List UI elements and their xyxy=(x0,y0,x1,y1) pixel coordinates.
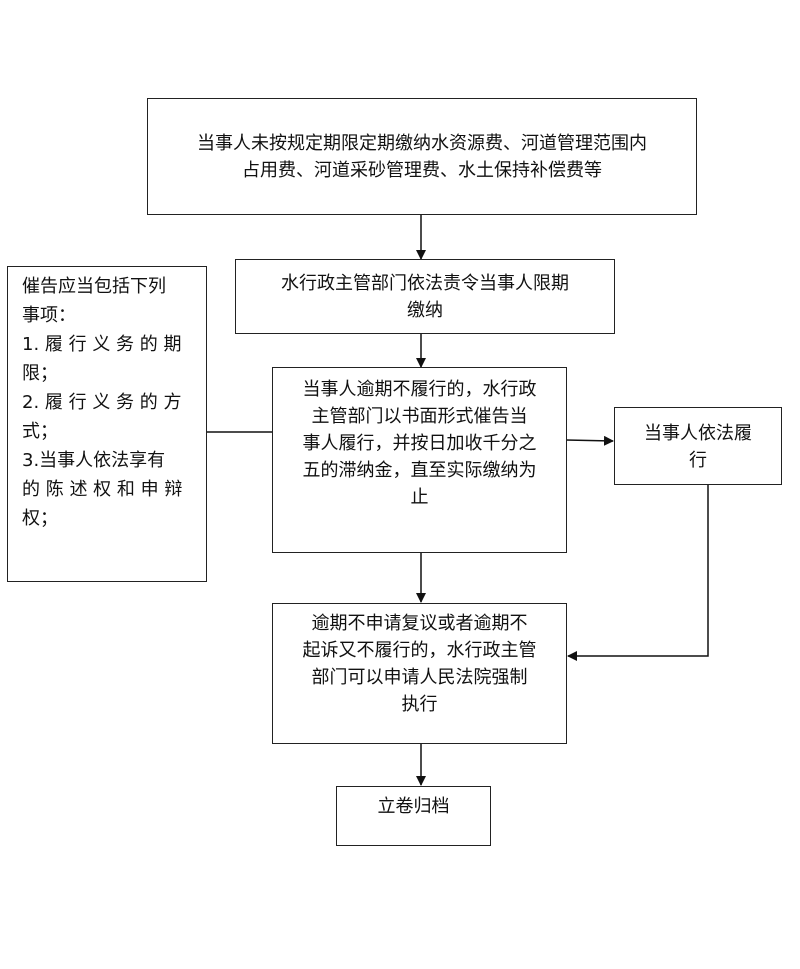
notice-line: 3.当事人依法享有 xyxy=(22,450,166,471)
arrow-urge-to-comply xyxy=(565,435,614,446)
node-enforce-line: 部门可以申请人民法院强制 xyxy=(311,667,528,688)
notice-line: 催告应当包括下列 xyxy=(22,276,166,297)
node-urge-line: 五的滞纳金，直至实际缴纳为 xyxy=(302,460,537,481)
node-urge: 当事人逾期不履行的，水行政 主管部门以书面形式催告当 事人履行，并按日加收千分之… xyxy=(272,367,567,553)
node-comply-line: 当事人依法履 xyxy=(644,423,752,444)
node-order: 水行政主管部门依法责令当事人限期 缴纳 xyxy=(235,259,615,334)
node-enforce: 逾期不申请复议或者逾期不 起诉又不履行的，水行政主管 部门可以申请人民法院强制 … xyxy=(272,603,567,744)
notice-box: 催告应当包括下列 事项： 1. 履 行 义 务 的 期 限； 2. 履 行 义 … xyxy=(7,266,207,582)
node-urge-line: 主管部门以书面形式催告当 xyxy=(311,406,528,427)
node-urge-line: 事人履行，并按日加收千分之 xyxy=(302,433,537,454)
node-enforce-line: 执行 xyxy=(401,694,438,715)
node-urge-line: 止 xyxy=(410,487,429,508)
node-urge-line: 当事人逾期不履行的，水行政 xyxy=(302,379,537,400)
node-start-line: 占用费、河道采砂管理费、水土保持补偿费等 xyxy=(242,159,602,181)
node-enforce-line: 逾期不申请复议或者逾期不 xyxy=(311,613,528,634)
notice-line: 的 陈 述 权 和 申 辩 xyxy=(22,479,183,500)
node-archive-line: 立卷归档 xyxy=(377,796,450,817)
arrow-comply-to-enforce xyxy=(567,484,709,661)
notice-line: 式； xyxy=(22,421,58,442)
node-comply-line: 行 xyxy=(689,450,707,471)
notice-line: 限； xyxy=(22,363,58,384)
node-enforce-line: 起诉又不履行的，水行政主管 xyxy=(302,640,537,661)
notice-line: 2. 履 行 义 务 的 方 xyxy=(22,392,182,413)
node-comply: 当事人依法履 行 xyxy=(614,407,782,485)
node-order-line: 缴纳 xyxy=(407,299,443,321)
notice-line: 事项： xyxy=(22,305,76,326)
notice-line: 权； xyxy=(22,508,58,529)
node-archive: 立卷归档 xyxy=(336,786,491,846)
node-order-line: 水行政主管部门依法责令当事人限期 xyxy=(281,272,569,294)
notice-line: 1. 履 行 义 务 的 期 xyxy=(22,334,182,355)
node-start-line: 当事人未按规定期限定期缴纳水资源费、河道管理范围内 xyxy=(197,132,647,154)
node-start: 当事人未按规定期限定期缴纳水资源费、河道管理范围内 占用费、河道采砂管理费、水土… xyxy=(147,98,697,215)
